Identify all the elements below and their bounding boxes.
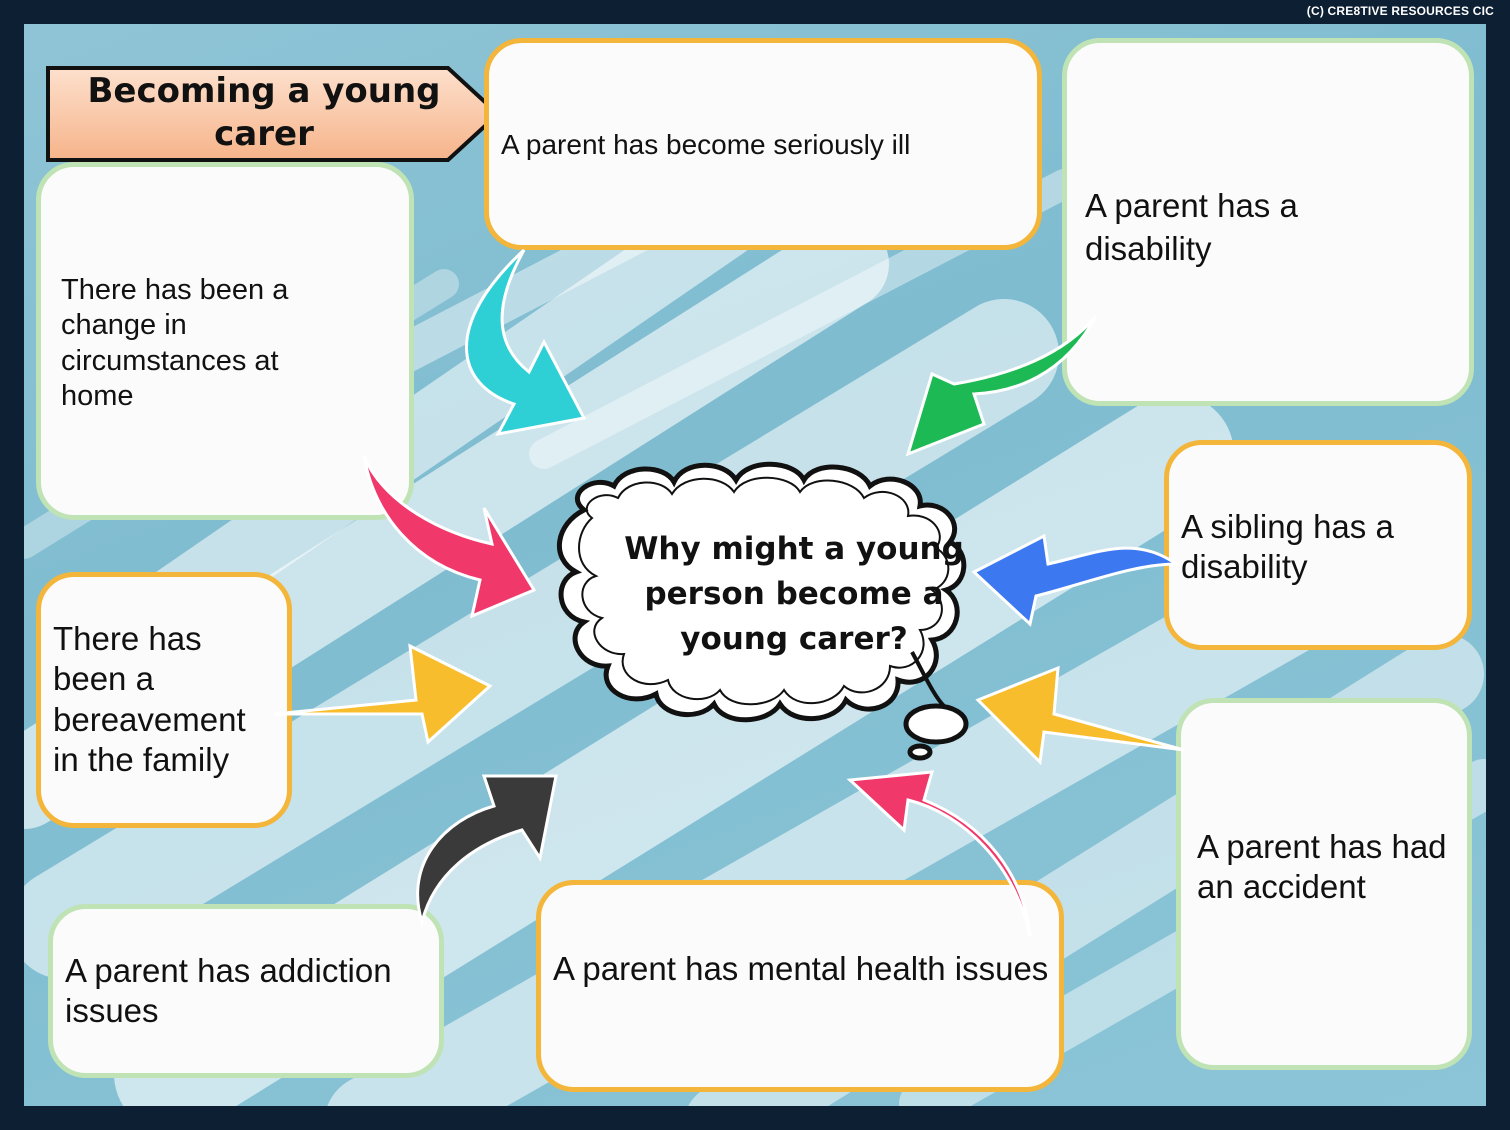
arrow-yellow-left [273,643,493,745]
page-title: Becoming a young carer [87,71,441,154]
reason-box-sibling-disability: A sibling has a disability [1164,440,1472,650]
arrow-pink-left [362,455,537,619]
slide-canvas: Becoming a young carer A parent has beco… [24,24,1486,1106]
arrow-blue [971,533,1181,627]
reason-text: A sibling has a disability [1181,508,1394,585]
reason-box-parent-disability: A parent has a disability [1062,38,1474,406]
reason-text: There has been a bereavement in the fami… [53,620,246,778]
arrow-yellow-right [975,665,1185,766]
reason-text: There has been a change in circumstances… [61,274,289,413]
thought-bubble-small [907,743,933,761]
arrow-cyan [465,248,587,437]
reason-box-change-circumstances: There has been a change in circumstances… [36,162,414,520]
arrow-green [905,315,1098,457]
reason-text: A parent has addiction issues [65,952,392,1030]
reason-text: A parent has had an accident [1197,828,1447,906]
reason-text: A parent has become seriously ill [501,129,911,160]
arrow-pink-bottom [846,770,1032,937]
thought-cloud [557,461,969,761]
reason-box-accident: A parent has had an accident [1176,698,1472,1070]
thought-cloud-inner-outline [578,476,950,706]
arrows-layer [273,248,1185,937]
reason-text: A parent has mental health issues [553,950,1049,987]
thought-bubble-large [903,703,969,745]
central-question: Why might a young person become a young … [624,531,964,657]
reason-box-addiction: A parent has addiction issues [48,904,444,1078]
copyright-notice: (C) CRE8TIVE RESOURCES CIC [1306,4,1494,18]
reason-text: A parent has a disability [1085,187,1298,267]
title-banner [46,66,501,162]
reason-box-mental-health: A parent has mental health issues [536,880,1064,1092]
thought-cloud-shape [557,461,967,723]
reason-box-bereavement: There has been a bereavement in the fami… [36,572,292,828]
arrow-dark [416,774,558,928]
reason-box-seriously-ill: A parent has become seriously ill [484,38,1042,250]
